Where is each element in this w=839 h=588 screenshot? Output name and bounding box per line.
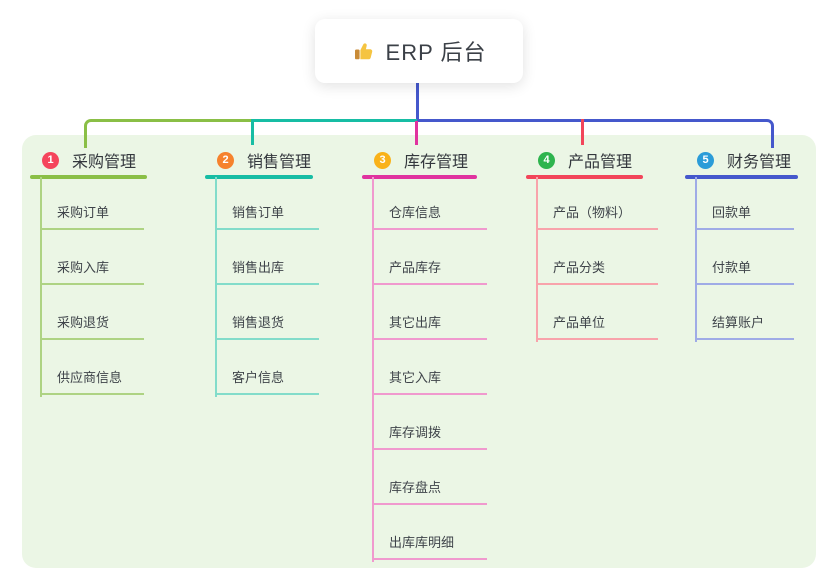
child-node[interactable]: 销售订单 [215,187,319,230]
branch-spine [695,177,697,342]
branch-underline [685,175,798,179]
child-node[interactable]: 库存调拨 [372,407,487,450]
child-node-label: 库存调拨 [389,425,442,440]
bus-segment-right [417,119,774,148]
branch-spine [536,177,538,342]
branch-underline [362,175,477,179]
child-node[interactable]: 库存盘点 [372,462,487,505]
child-node-label: 销售出库 [232,260,285,275]
child-node-label: 产品库存 [389,260,442,275]
branch-title: 库存管理 [404,154,469,171]
child-node[interactable]: 供应商信息 [40,352,144,395]
mindmap-background-panel [22,135,816,568]
child-node[interactable]: 出库库明细 [372,517,487,560]
child-node-label: 采购退货 [57,315,110,330]
child-node-label: 销售订单 [232,205,285,220]
branch-node-1[interactable]: 1 采购管理 [30,146,159,174]
branch-badge-2: 2 [217,151,234,169]
child-node-label: 客户信息 [232,370,285,385]
child-node-label: 出库库明细 [389,535,455,550]
branch-spine [215,177,217,397]
branch-badge-4: 4 [538,151,555,169]
branch-title: 财务管理 [727,154,792,171]
branch-underline [526,175,643,179]
branch-drop-line-3 [415,121,418,145]
child-node[interactable]: 付款单 [695,242,794,285]
branch-node-4[interactable]: 4 产品管理 [526,146,655,174]
child-node-label: 采购入库 [57,260,110,275]
child-node[interactable]: 客户信息 [215,352,319,395]
child-node-label: 回款单 [712,205,752,220]
branch-title: 产品管理 [568,154,633,171]
child-node[interactable]: 销售退货 [215,297,319,340]
child-node-label: 其它出库 [389,315,442,330]
child-node[interactable]: 采购入库 [40,242,144,285]
branch-drop-line-2 [251,119,254,145]
branch-drop-line-4 [581,119,584,145]
branch-node-3[interactable]: 3 库存管理 [362,146,489,174]
child-node[interactable]: 产品单位 [536,297,658,340]
child-node[interactable]: 产品分类 [536,242,658,285]
root-node-label: ERP 后台 [385,40,487,65]
child-node-label: 仓库信息 [389,205,442,220]
child-node-label: 产品单位 [553,315,606,330]
child-node-label: 产品（物料） [553,205,632,220]
branch-underline [205,175,313,179]
child-node[interactable]: 产品（物料） [536,187,658,230]
branch-underline [30,175,147,179]
child-node[interactable]: 结算账户 [695,297,794,340]
child-node[interactable]: 其它入库 [372,352,487,395]
child-node-label: 库存盘点 [389,480,442,495]
child-node-label: 其它入库 [389,370,442,385]
child-node[interactable]: 采购退货 [40,297,144,340]
bus-segment-left [84,119,254,148]
branch-node-5[interactable]: 5 财务管理 [685,146,810,174]
branch-title: 销售管理 [247,154,312,171]
child-node-label: 销售退货 [232,315,285,330]
child-node[interactable]: 销售出库 [215,242,319,285]
root-connector-line [416,83,419,122]
branch-badge-1: 1 [42,151,59,169]
child-node-label: 付款单 [712,260,752,275]
child-node[interactable]: 仓库信息 [372,187,487,230]
root-node[interactable]: ERP 后台 [315,19,523,83]
child-node-label: 结算账户 [712,315,765,330]
branch-badge-5: 5 [697,151,714,169]
branch-title: 采购管理 [72,154,137,171]
child-node[interactable]: 其它出库 [372,297,487,340]
child-node[interactable]: 产品库存 [372,242,487,285]
branch-spine [40,177,42,397]
thumbs-up-icon [352,39,376,63]
branch-spine [372,177,374,562]
bus-segment-middle [251,119,417,122]
child-node[interactable]: 回款单 [695,187,794,230]
branch-node-2[interactable]: 2 销售管理 [205,146,325,174]
child-node[interactable]: 采购订单 [40,187,144,230]
child-node-label: 供应商信息 [57,370,123,385]
branch-badge-3: 3 [374,151,391,169]
child-node-label: 采购订单 [57,205,110,220]
child-node-label: 产品分类 [553,260,606,275]
